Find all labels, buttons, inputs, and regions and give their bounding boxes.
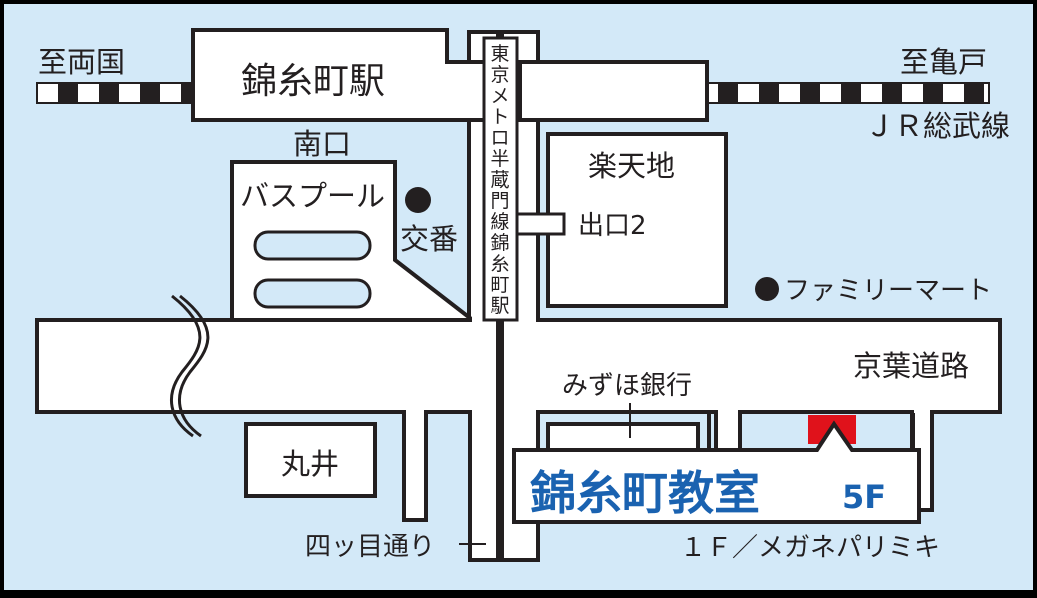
svg-text:半: 半 (490, 148, 509, 170)
label-marui: 丸井 (281, 447, 339, 481)
label-jr-station: 錦糸町駅 (241, 61, 385, 102)
svg-text:糸: 糸 (490, 253, 509, 275)
label-destination-name: 錦糸町教室 (530, 466, 760, 520)
svg-text:ロ: ロ (490, 127, 509, 149)
label-destination-floor: 5F (842, 478, 886, 516)
destination-callout (512, 420, 921, 524)
road-break-line-2 (177, 294, 210, 438)
label-keiyo-road: 京葉道路 (853, 349, 969, 383)
label-bus-pool: バスプール (240, 179, 385, 213)
svg-text:メ: メ (490, 85, 509, 107)
svg-text:京: 京 (490, 64, 509, 86)
label-mizuho-bank: みずほ銀行 (562, 371, 692, 401)
police-box-dot-icon (405, 187, 431, 213)
svg-text:ト: ト (490, 106, 509, 128)
svg-text:線: 線 (490, 211, 509, 233)
label-yotsume-dori: 四ッ目通り (305, 532, 435, 562)
metro-station-box (482, 36, 519, 322)
familymart-dot-icon (755, 277, 779, 301)
label-rakutenchi: 楽天地 (588, 149, 675, 183)
svg-text:東: 東 (490, 43, 509, 65)
label-south-exit: 南口 (293, 127, 351, 161)
svg-text:町: 町 (490, 274, 509, 296)
jr-station-east-wing (518, 60, 709, 122)
svg-text:錦: 錦 (490, 232, 509, 254)
bus-bay-1 (253, 230, 372, 261)
marui-building (244, 422, 377, 498)
bus-bay-2 (253, 278, 372, 309)
road-break-line-1 (169, 294, 202, 438)
label-to-kameido: 至亀戸 (900, 45, 987, 79)
svg-text:門: 門 (490, 190, 509, 212)
label-metro-station: 東 京 メ ト ロ 半 蔵 門 線 錦 糸 町 駅 (490, 43, 509, 317)
jr-railway-east (704, 82, 990, 104)
label-exit2: 出口2 (578, 211, 647, 241)
label-police-box: 交番 (400, 222, 458, 256)
svg-text:駅: 駅 (490, 295, 509, 317)
label-jr-sobu-line: ＪＲ総武線 (865, 109, 1010, 143)
svg-text:蔵: 蔵 (490, 169, 509, 191)
label-to-ryogoku: 至両国 (38, 45, 125, 79)
label-ground-floor-note: １Ｆ／メガネパリミキ (680, 533, 940, 563)
label-familymart: ファミリーマート (784, 276, 992, 306)
jr-railway-west (36, 82, 198, 104)
